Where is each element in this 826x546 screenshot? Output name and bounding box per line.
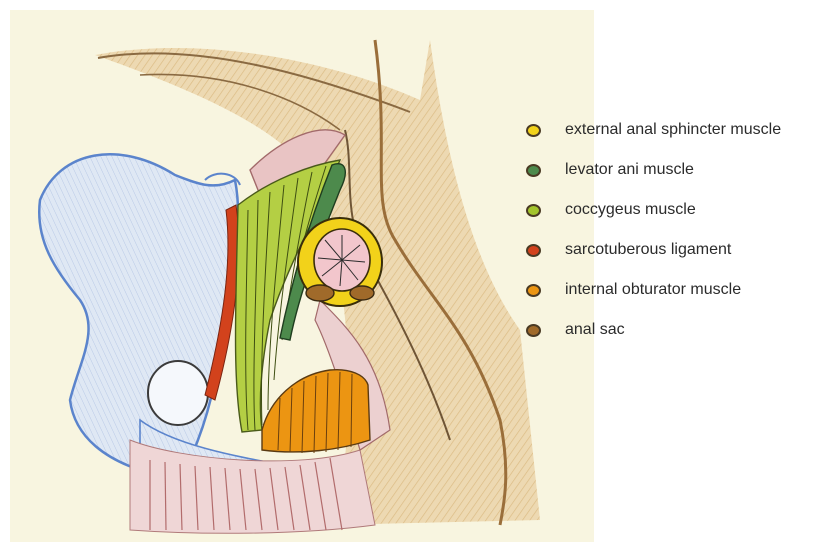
legend-label: sarcotuberous ligament [565, 241, 731, 259]
legend: external anal sphincter muscle levator a… [518, 110, 781, 350]
coccygeus-swatch-icon [526, 204, 541, 217]
legend-item-sarcotuberous-ligament: sarcotuberous ligament [518, 230, 781, 270]
anatomical-illustration [0, 0, 600, 546]
legend-label: anal sac [565, 321, 625, 339]
external-anal-sphincter-swatch-icon [526, 124, 541, 137]
anal-sac-shape-right [350, 286, 374, 300]
legend-label: coccygeus muscle [565, 201, 696, 219]
legend-item-anal-sac: anal sac [518, 310, 781, 350]
levator-ani-swatch-icon [526, 164, 541, 177]
legend-label: levator ani muscle [565, 161, 694, 179]
legend-label: external anal sphincter muscle [565, 121, 781, 139]
sarcotuberous-ligament-swatch-icon [526, 244, 541, 257]
legend-item-external-anal-sphincter: external anal sphincter muscle [518, 110, 781, 150]
anal-sac-shape [306, 285, 334, 301]
legend-item-internal-obturator: internal obturator muscle [518, 270, 781, 310]
legend-item-coccygeus: coccygeus muscle [518, 190, 781, 230]
legend-label: internal obturator muscle [565, 281, 741, 299]
internal-obturator-swatch-icon [526, 284, 541, 297]
anal-sac-swatch-icon [526, 324, 541, 337]
femoral-head [148, 361, 208, 425]
legend-item-levator-ani: levator ani muscle [518, 150, 781, 190]
